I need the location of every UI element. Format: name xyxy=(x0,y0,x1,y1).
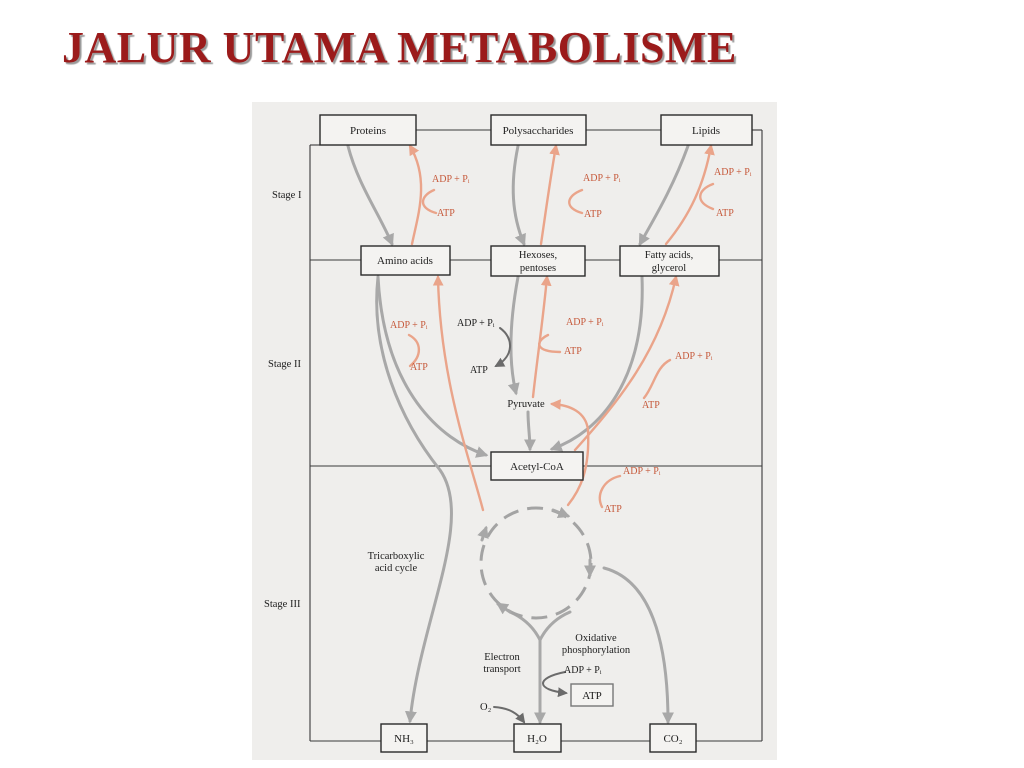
adp-label-hexoses: ADP + Pᵢ xyxy=(566,317,604,328)
svg-text:ATP: ATP xyxy=(582,690,602,702)
o2-arrow xyxy=(493,706,526,724)
energy-labels: ADP + Pᵢ ATP ADP + Pᵢ ATP ADP + Pᵢ ATP A… xyxy=(390,167,752,676)
node-fatty-acids-glycerol: Fatty acids, glycerol xyxy=(619,245,720,277)
o2-label: O₂ xyxy=(480,702,492,713)
node-acetyl-coa: Acetyl-CoA xyxy=(490,451,584,481)
electron-transport-label-line2: transport xyxy=(483,664,520,675)
atp-label-glycolysis: ATP xyxy=(470,365,488,376)
adp-label-glycolysis: ADP + Pᵢ xyxy=(457,318,495,329)
atp-product-box: ATP xyxy=(570,683,614,707)
svg-text:Acetyl-CoA: Acetyl-CoA xyxy=(510,461,564,473)
slide-title: JALUR UTAMA METABOLISME xyxy=(62,23,737,72)
stage-3-label: Stage III xyxy=(264,599,301,610)
svg-text:Fatty acids,: Fatty acids, xyxy=(645,250,693,261)
svg-text:Lipids: Lipids xyxy=(692,125,720,137)
atp-label-amino: ATP xyxy=(410,362,428,373)
atp-arrows xyxy=(494,327,568,698)
adp-label-lipids: ADP + Pᵢ xyxy=(714,167,752,178)
svg-text:CO₂: CO₂ xyxy=(663,733,682,745)
svg-text:Proteins: Proteins xyxy=(350,125,386,137)
node-amino-acids: Amino acids xyxy=(360,245,451,276)
svg-text:pentoses: pentoses xyxy=(520,263,556,274)
oxphos-label-line2: phosphorylation xyxy=(562,645,631,656)
atp-label-lipids: ATP xyxy=(716,208,734,219)
adp-label-polysaccharides: ADP + Pᵢ xyxy=(583,173,621,184)
atp-label-fatty: ATP xyxy=(642,400,660,411)
adp-label-amino: ADP + Pᵢ xyxy=(390,320,428,331)
pyruvate-label: Pyruvate xyxy=(507,399,545,410)
node-nh3: NH₃ xyxy=(380,723,428,753)
atp-label-acetyl: ATP xyxy=(604,504,622,515)
atp-label-polysaccharides: ATP xyxy=(584,209,602,220)
stage-2-label: Stage II xyxy=(268,359,301,370)
adp-label-acetyl: ADP + Pᵢ xyxy=(623,466,661,477)
oxphos-label-line1: Oxidative xyxy=(575,633,617,644)
svg-text:Amino acids: Amino acids xyxy=(377,255,433,267)
svg-text:NH₃: NH₃ xyxy=(394,733,414,745)
adp-label-oxphos: ADP + Pᵢ xyxy=(564,665,602,676)
svg-text:glycerol: glycerol xyxy=(652,263,686,274)
svg-text:Hexoses,: Hexoses, xyxy=(519,250,557,261)
adp-label-proteins: ADP + Pᵢ xyxy=(432,174,470,185)
tca-cycle xyxy=(477,506,596,620)
electron-transport-label-line1: Electron xyxy=(484,652,520,663)
node-h2o: H₂O xyxy=(513,723,562,753)
atp-label-proteins: ATP xyxy=(437,208,455,219)
adp-label-fatty: ADP + Pᵢ xyxy=(675,351,713,362)
tca-label-line1: Tricarboxylic xyxy=(368,551,425,562)
stage-frame xyxy=(309,129,763,742)
node-co2: CO₂ xyxy=(649,723,697,753)
catabolic-arrows xyxy=(346,144,690,725)
svg-text:Polysaccharides: Polysaccharides xyxy=(503,125,574,137)
anabolic-arrows xyxy=(407,143,715,512)
node-proteins: Proteins xyxy=(319,114,417,146)
stage-1-label: Stage I xyxy=(272,190,302,201)
node-hexoses-pentoses: Hexoses, pentoses xyxy=(490,245,586,277)
tca-label-line2: acid cycle xyxy=(375,563,418,574)
node-polysaccharides: Polysaccharides xyxy=(490,114,587,146)
svg-text:H₂O: H₂O xyxy=(527,733,547,745)
atp-label-hexoses: ATP xyxy=(564,346,582,357)
node-lipids: Lipids xyxy=(660,114,753,146)
